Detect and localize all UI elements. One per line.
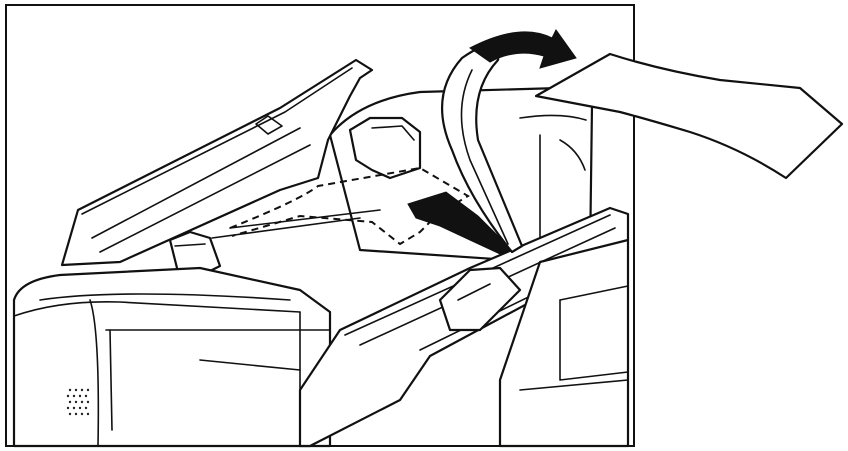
exit-arrow-icon bbox=[469, 29, 577, 69]
curved-arrow-icon bbox=[407, 191, 513, 255]
fax-machine-icon bbox=[12, 58, 630, 448]
paper-sheet-icon bbox=[534, 52, 844, 180]
speaker-grille-icon bbox=[66, 388, 90, 416]
